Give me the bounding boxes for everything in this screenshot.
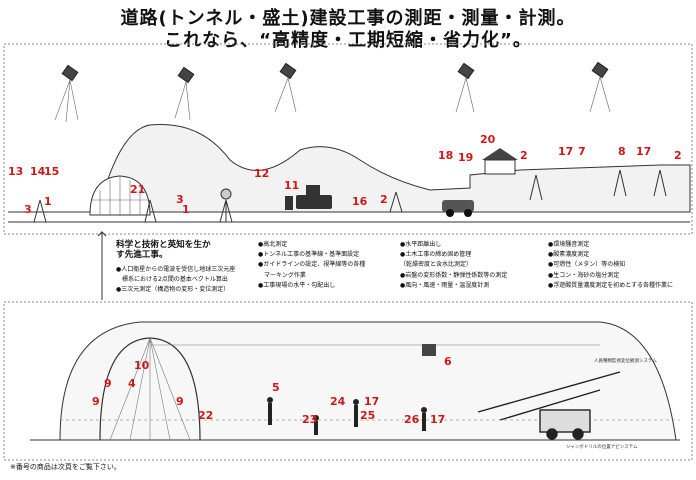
feature-column-2: ●水平距離出し ●土木工事の締め固め管理 （乾燥密度と含水比測定） ●岩盤の変形… <box>400 240 507 291</box>
callout-11: 11 <box>284 179 300 192</box>
callout-12: 12 <box>254 167 270 180</box>
feature-item: ●浮遊酸質量濃度測定を初めとする各種作業に <box>548 281 674 289</box>
house-icon <box>482 148 518 175</box>
surveyor-icon <box>267 397 427 435</box>
jumbo-label: ジャンボドリルの位置ナビシステム <box>566 445 638 450</box>
feature-item: ●風向・風速・雨量・温湿度計測 <box>400 281 490 289</box>
callout-9b: 9 <box>92 395 100 408</box>
callout-9a: 9 <box>104 377 112 390</box>
callout-7: 7 <box>578 145 586 158</box>
satellite-signal <box>54 76 611 123</box>
callout-2a: 2 <box>380 193 388 206</box>
footnote: ※番号の商品は次頁をご覧下さい。 <box>10 463 121 471</box>
feature-item: ●工事現場の水平・勾配出し <box>258 281 336 289</box>
callout-5: 5 <box>272 381 280 394</box>
callout-15: 15 <box>44 165 60 178</box>
feature-item: ●高北測定 <box>258 241 288 248</box>
callout-8: 8 <box>618 145 626 158</box>
top-frame <box>3 43 693 235</box>
monitor-label: 人員種類監視変位観測システム <box>594 359 657 364</box>
callout-1a: 1 <box>44 195 52 208</box>
callout-25: 25 <box>360 409 376 422</box>
intro-bullet-2: 標系における2点間の基本ベクトル算出 <box>116 276 228 283</box>
callout-17d: 17 <box>430 413 446 426</box>
feature-item: ●岩盤の変形係数・静弾性係数等の測定 <box>400 271 508 279</box>
callout-6: 6 <box>444 355 452 368</box>
feature-item: （乾燥密度と含水比測定） <box>400 261 473 269</box>
intro-heading-line2: す先進工事。 <box>116 250 168 260</box>
callout-1b: 1 <box>182 203 190 216</box>
callout-10: 10 <box>134 359 150 372</box>
feature-item: ●生コン・海砂の塩分測定 <box>548 271 620 279</box>
callout-9c: 9 <box>176 395 184 408</box>
feature-item: ●ガイドラインの設定、視準線等の各種 <box>258 261 366 269</box>
callout-22: 22 <box>198 409 214 422</box>
bulldozer-icon <box>285 185 332 210</box>
monitor-device <box>422 344 436 356</box>
callout-13: 13 <box>8 165 24 178</box>
feature-item: ●水平距離出し <box>400 241 442 248</box>
callout-14: 14 <box>30 165 46 178</box>
callout-23: 23 <box>302 413 318 426</box>
intro-bullet-3: ●三次元測定（構造物の変形・変位測定） <box>116 286 230 293</box>
satellite-icon <box>61 61 609 84</box>
intro-bullet-1: ●人口衛星からの電波を受信し地球三次元座 <box>116 266 236 273</box>
callout-19: 19 <box>458 151 474 164</box>
callout-17b: 17 <box>636 145 652 158</box>
callout-18: 18 <box>438 149 454 162</box>
feature-item: ●トンネル工事の基準線・基準面設定 <box>258 251 360 259</box>
callout-20: 20 <box>480 133 496 146</box>
callout-2c: 2 <box>674 149 682 162</box>
feature-item: ●土木工事の締め固め管理 <box>400 251 472 259</box>
intro-heading-line1: 科学と技術と英知を生か <box>116 240 211 250</box>
feature-column-3: ●環境騒音測定 ●酸素濃度測定 ●可燃性（メタン）等の検知 ●生コン・海砂の塩分… <box>548 240 673 291</box>
feature-item: ●可燃性（メタン）等の検知 <box>548 261 626 269</box>
feature-item: ●酸素濃度測定 <box>548 251 590 259</box>
title-line-2: これなら、“高精度・工期短縮・省力化”。 <box>164 30 532 51</box>
callout-26: 26 <box>404 413 420 426</box>
intro-heading: 科学と技術と英知を生か す先進工事。 <box>116 240 256 260</box>
feature-column-1: ●高北測定 ●トンネル工事の基準線・基準面設定 ●ガイドラインの設定、視準線等の… <box>258 240 365 291</box>
hill <box>8 123 691 213</box>
feature-item: マーキング作業 <box>258 271 306 279</box>
callout-16: 16 <box>352 195 368 208</box>
jumbo-drill-icon <box>477 371 621 440</box>
callout-3b: 3 <box>176 193 184 206</box>
callout-3a: 3 <box>24 203 32 216</box>
title-line-1: 道路(トンネル・盛土)建設工事の測距・測量・計測。 <box>120 8 576 29</box>
tunnel-cross-section <box>59 321 677 441</box>
callout-21: 21 <box>130 183 146 196</box>
callout-24: 24 <box>330 395 346 408</box>
tripod-icon <box>33 169 667 223</box>
callout-17a: 17 <box>558 145 574 158</box>
car-icon <box>442 200 474 217</box>
callout-4: 4 <box>128 377 136 390</box>
feature-item: ●環境騒音測定 <box>548 241 590 248</box>
bottom-frame <box>3 301 693 461</box>
callout-2b: 2 <box>520 149 528 162</box>
callout-17c: 17 <box>364 395 380 408</box>
